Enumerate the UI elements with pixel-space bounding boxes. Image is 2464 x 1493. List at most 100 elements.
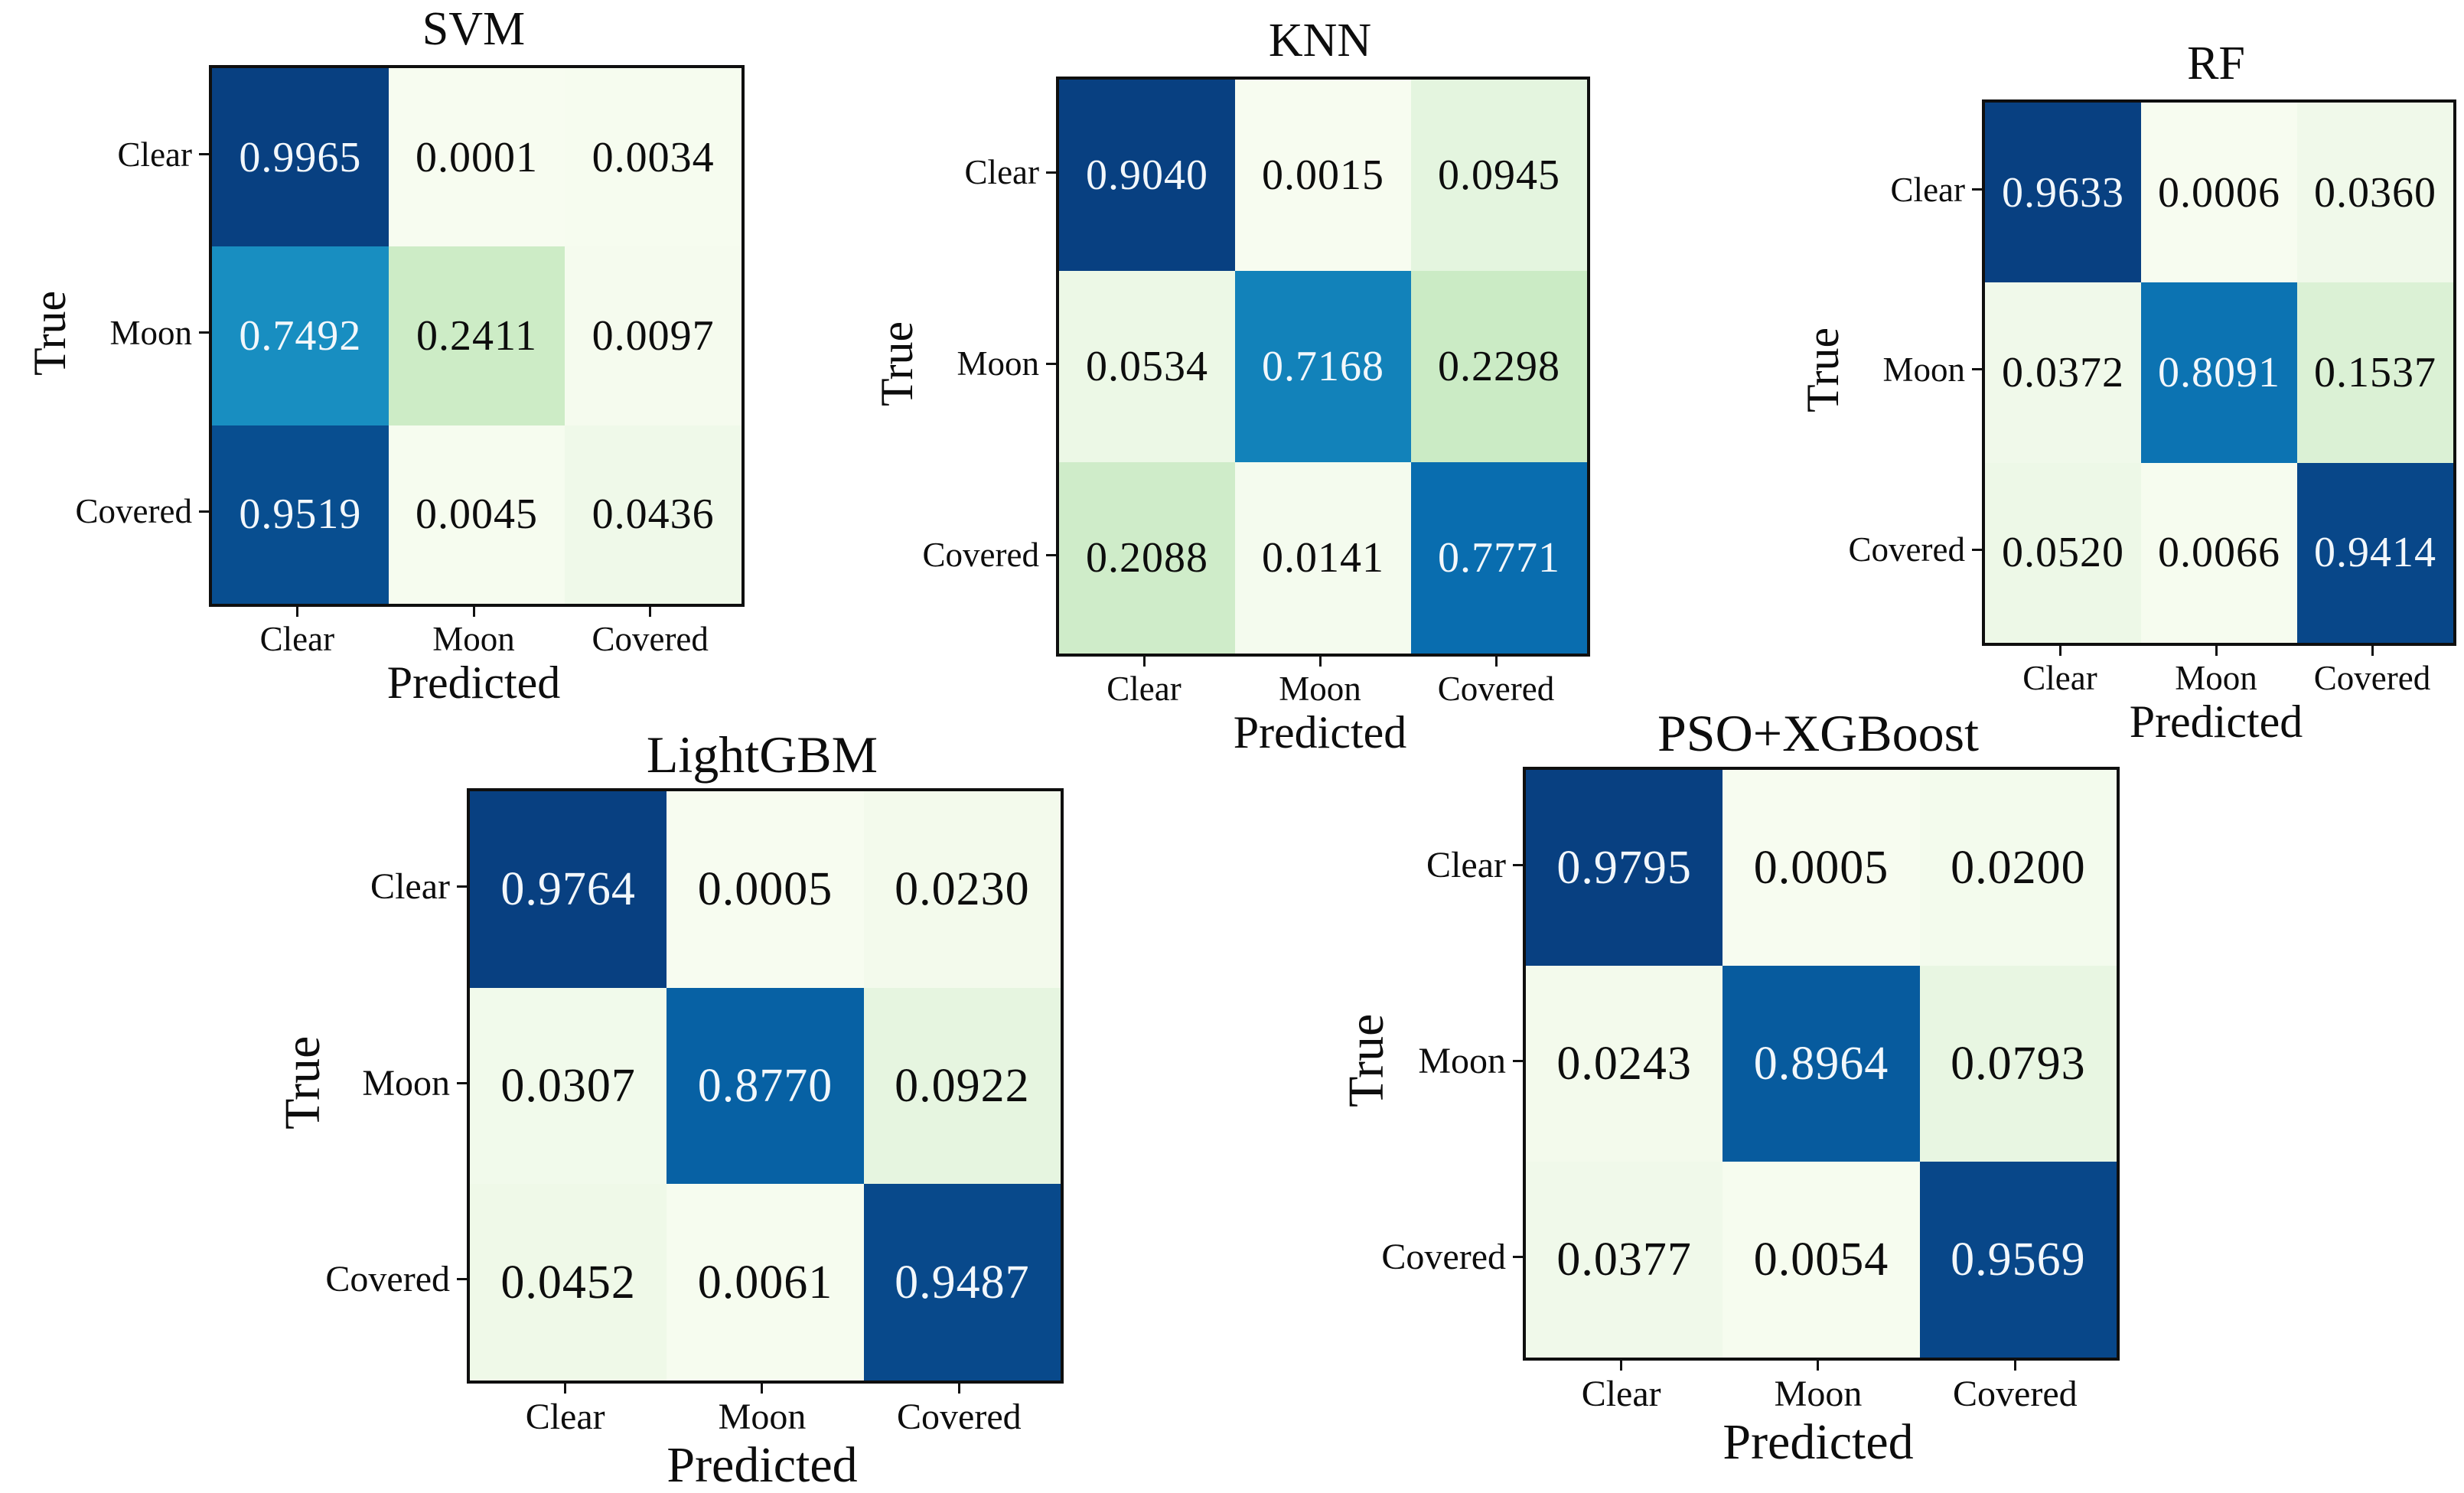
- matrix-cell: 0.9487: [863, 1184, 1061, 1381]
- x-tick-label: Covered: [592, 620, 709, 658]
- y-tick: Moon: [1791, 279, 1982, 459]
- matrix-cell: 0.0045: [388, 425, 565, 604]
- x-tick-mark: [472, 607, 475, 617]
- matrix-cell: 0.1537: [2297, 282, 2453, 463]
- x-tick: Clear: [467, 1384, 663, 1438]
- matrix-cell: 0.9795: [1526, 770, 1723, 966]
- matrix-cell: 0.0001: [388, 68, 565, 247]
- matrix-cell: 0.9519: [212, 425, 389, 604]
- x-axis-label: Predicted: [386, 657, 561, 708]
- x-tick-mark: [1142, 657, 1146, 667]
- y-tick-mark: [199, 153, 209, 156]
- x-tick-mark: [295, 607, 298, 617]
- matrix-cell: 0.0005: [667, 791, 864, 988]
- panel-title: PSO+XGBoost: [1657, 704, 1980, 762]
- y-tick-label: Covered: [75, 492, 192, 531]
- matrix-cell: 0.0006: [2141, 103, 2297, 283]
- matrix-cell: 0.0034: [565, 68, 741, 247]
- x-tick: Clear: [1056, 657, 1232, 709]
- x-tick-mark: [2013, 1361, 2016, 1371]
- y-tick-label: Moon: [1882, 350, 1965, 389]
- y-tick-mark: [199, 331, 209, 334]
- y-tick: Moon: [18, 243, 209, 422]
- y-tick-mark: [457, 1278, 467, 1281]
- matrix-cell: 0.0230: [863, 791, 1061, 988]
- matrix-cell: 0.7168: [1235, 271, 1411, 462]
- x-tick: Moon: [1232, 657, 1408, 709]
- panel-title: KNN: [1268, 15, 1372, 67]
- x-tick-mark: [2371, 646, 2374, 656]
- y-tick-mark: [1972, 548, 1982, 551]
- matrix-cell: 0.9569: [1919, 1162, 2117, 1358]
- x-axis-ticks: Clear Moon Covered: [209, 607, 738, 659]
- x-tick: Covered: [1917, 1361, 2114, 1415]
- y-tick-label: Covered: [922, 536, 1039, 574]
- x-tick: Moon: [2138, 646, 2294, 698]
- y-tick: Clear: [268, 788, 467, 985]
- x-tick-label: Clear: [259, 620, 335, 658]
- matrix-cell: 0.0141: [1235, 462, 1411, 654]
- x-tick-label: Moon: [718, 1397, 807, 1437]
- matrix-cell: 0.9633: [1985, 103, 2141, 283]
- x-axis-ticks: Clear Moon Covered: [467, 1384, 1058, 1438]
- matrix-cell: 0.9965: [212, 68, 389, 247]
- matrix-cell: 0.0200: [1919, 770, 2117, 966]
- x-tick-label: Covered: [2313, 659, 2431, 697]
- y-tick-label: Covered: [325, 1259, 450, 1300]
- y-tick-label: Clear: [117, 135, 192, 174]
- x-tick: Clear: [209, 607, 386, 659]
- matrix-cell: 0.0922: [863, 987, 1061, 1185]
- matrix-cell: 0.8091: [2141, 282, 2297, 463]
- matrix-cell: 0.0520: [1985, 462, 2141, 643]
- matrix-cell: 0.2298: [1411, 271, 1587, 462]
- matrix-cell: 0.2411: [388, 246, 565, 425]
- y-tick: Covered: [18, 422, 209, 601]
- x-tick: Moon: [386, 607, 562, 659]
- matrix-cell: 0.0005: [1723, 770, 1920, 966]
- x-tick-label: Moon: [1774, 1374, 1863, 1414]
- x-tick: Covered: [562, 607, 738, 659]
- matrix-cell: 0.9764: [470, 791, 667, 988]
- y-tick-label: Clear: [370, 865, 450, 907]
- matrix-cell: 0.2088: [1059, 462, 1235, 654]
- x-tick-mark: [1620, 1361, 1623, 1371]
- matrix-cell: 0.0360: [2297, 103, 2453, 283]
- x-tick-mark: [957, 1384, 960, 1394]
- y-tick-label: Clear: [1890, 170, 1965, 209]
- x-tick-label: Covered: [1953, 1374, 2078, 1414]
- y-tick: Covered: [268, 1181, 467, 1377]
- matrix-cell: 0.9414: [2297, 462, 2453, 643]
- y-tick: Moon: [268, 985, 467, 1182]
- y-tick-label: Moon: [109, 313, 192, 352]
- y-tick: Moon: [1331, 963, 1523, 1159]
- y-tick-mark: [1513, 1059, 1523, 1062]
- matrix-cell: 0.0945: [1411, 80, 1587, 271]
- matrix-cell: 0.0097: [565, 246, 741, 425]
- matrix-cell: 0.9040: [1059, 80, 1235, 271]
- y-tick-label: Covered: [1381, 1236, 1506, 1277]
- y-tick-mark: [457, 1081, 467, 1084]
- y-tick: Covered: [1791, 460, 1982, 640]
- y-tick-label: Moon: [957, 344, 1039, 383]
- x-axis-label: Predicted: [2129, 696, 2303, 747]
- matrix-cell: 0.0066: [2141, 462, 2297, 643]
- y-tick-label: Covered: [1848, 530, 1965, 569]
- matrix-cell: 0.0436: [565, 425, 741, 604]
- x-tick-mark: [1817, 1361, 1820, 1371]
- x-tick-label: Covered: [897, 1397, 1022, 1437]
- y-tick: Clear: [1791, 99, 1982, 279]
- y-tick: Covered: [1331, 1159, 1523, 1354]
- y-tick-mark: [457, 885, 467, 888]
- panel-title: RF: [2187, 37, 2245, 90]
- x-tick-label: Clear: [1107, 670, 1181, 708]
